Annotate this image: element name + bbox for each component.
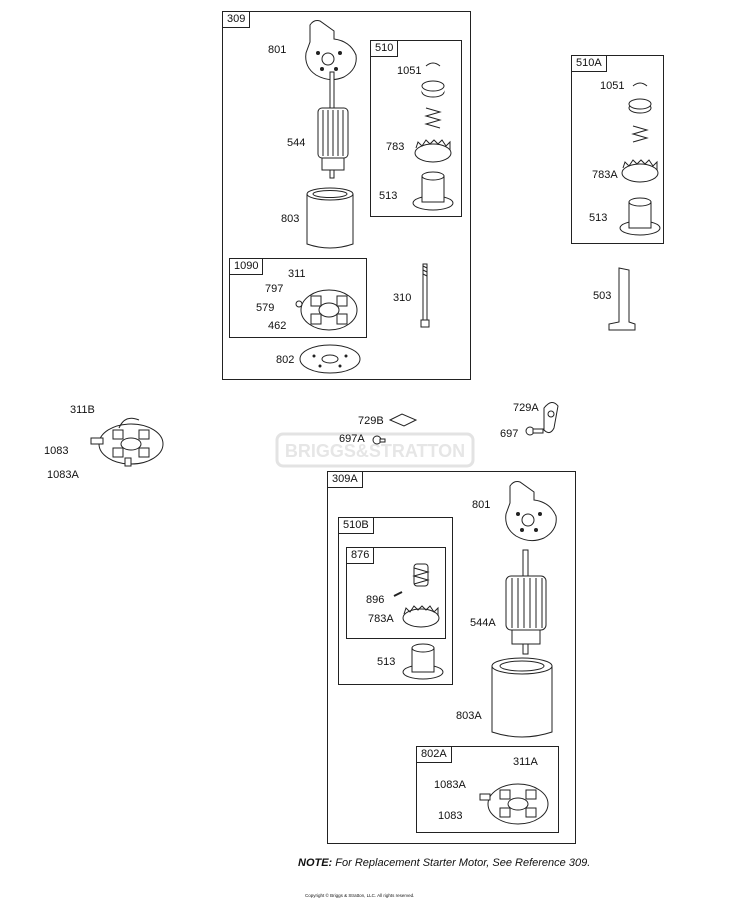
part-311A-label: 311A xyxy=(513,756,538,768)
part-310-label: 310 xyxy=(393,292,412,304)
pinion-876-art xyxy=(393,563,440,628)
part-513A-label: 513 xyxy=(589,212,608,224)
part-697-label: 697 xyxy=(500,428,519,440)
brush-plate-1090-art xyxy=(295,289,358,331)
part-1083A-left-label: 1083A xyxy=(47,469,79,481)
note-prefix: NOTE: xyxy=(298,857,333,869)
copyright-text: Copyright © Briggs & Stratton, LLC. All … xyxy=(305,893,415,898)
part-579-label: 579 xyxy=(256,302,275,314)
pinion-stack-510A-art xyxy=(619,82,661,236)
group-label-510B: 510B xyxy=(339,518,374,534)
group-label-309: 309 xyxy=(223,12,251,28)
part-1051A-label: 1051 xyxy=(600,80,625,92)
part-311-label: 311 xyxy=(288,268,306,280)
group-510B: 510B xyxy=(338,517,453,685)
part-503-label: 503 xyxy=(593,290,612,302)
end-plate-801-309A-art xyxy=(505,481,557,542)
part-783A-label: 783A xyxy=(592,169,618,181)
note-text: NOTE: For Replacement Starter Motor, See… xyxy=(298,857,590,869)
group-802A: 802A xyxy=(416,746,559,833)
housing-803A-art xyxy=(491,657,553,738)
part-801-309A-label: 801 xyxy=(472,499,491,511)
part-803-label: 803 xyxy=(281,213,300,225)
clip-729A-art xyxy=(543,402,559,434)
group-label-309A: 309A xyxy=(328,472,363,488)
housing-803-art xyxy=(306,187,354,249)
drive-513-510B-art xyxy=(402,643,444,680)
bracket-503-art xyxy=(608,267,636,331)
group-label-510: 510 xyxy=(371,41,399,57)
part-896-label: 896 xyxy=(366,594,385,606)
pinion-stack-510-art xyxy=(412,62,454,211)
screw-697-art xyxy=(525,426,544,436)
watermark-text: BRIGGS&STRATTON xyxy=(285,441,465,461)
group-876: 876 xyxy=(346,547,446,639)
part-802-label: 802 xyxy=(276,354,295,366)
part-1051-label: 1051 xyxy=(397,65,422,77)
group-label-876: 876 xyxy=(347,548,375,564)
group-309A: 309A xyxy=(327,471,576,844)
part-697A-label: 697A xyxy=(339,433,365,445)
watermark-logo: BRIGGS&STRATTON xyxy=(275,432,475,468)
armature-544A-art xyxy=(505,549,547,655)
group-label-802A: 802A xyxy=(417,747,452,763)
part-729B-label: 729B xyxy=(358,415,384,427)
part-311B-label: 311B xyxy=(70,404,95,416)
part-544A-label: 544A xyxy=(470,617,496,629)
part-1083A-802A-label: 1083A xyxy=(434,779,466,791)
group-label-510A: 510A xyxy=(572,56,607,72)
brush-plate-802A-art xyxy=(479,783,549,825)
part-797-label: 797 xyxy=(265,283,284,295)
part-803A-label: 803A xyxy=(456,710,482,722)
armature-544-art xyxy=(317,71,349,179)
part-783A-876-label: 783A xyxy=(368,613,394,625)
group-1090: 1090 xyxy=(229,258,367,338)
part-1083-left-label: 1083 xyxy=(44,445,69,457)
note-body: For Replacement Starter Motor, See Refer… xyxy=(332,857,591,869)
part-462-label: 462 xyxy=(268,320,287,332)
part-513-510B-label: 513 xyxy=(377,656,396,668)
group-309: 309 xyxy=(222,11,471,380)
group-label-1090: 1090 xyxy=(230,259,264,275)
part-544-label: 544 xyxy=(287,137,306,149)
clip-729B-art xyxy=(388,413,418,427)
part-801-label: 801 xyxy=(268,44,287,56)
end-plate-802-art xyxy=(299,344,361,374)
brush-plate-311B-art xyxy=(90,417,164,467)
group-510: 510 xyxy=(370,40,462,217)
screw-697A-art xyxy=(372,435,386,445)
end-plate-801-art xyxy=(305,20,357,81)
through-bolt-310-art xyxy=(420,263,430,328)
group-510A: 510A xyxy=(571,55,664,244)
part-513-label: 513 xyxy=(379,190,398,202)
part-1083-802A-label: 1083 xyxy=(438,810,463,822)
part-783-label: 783 xyxy=(386,141,405,153)
part-729A-label: 729A xyxy=(513,402,539,414)
